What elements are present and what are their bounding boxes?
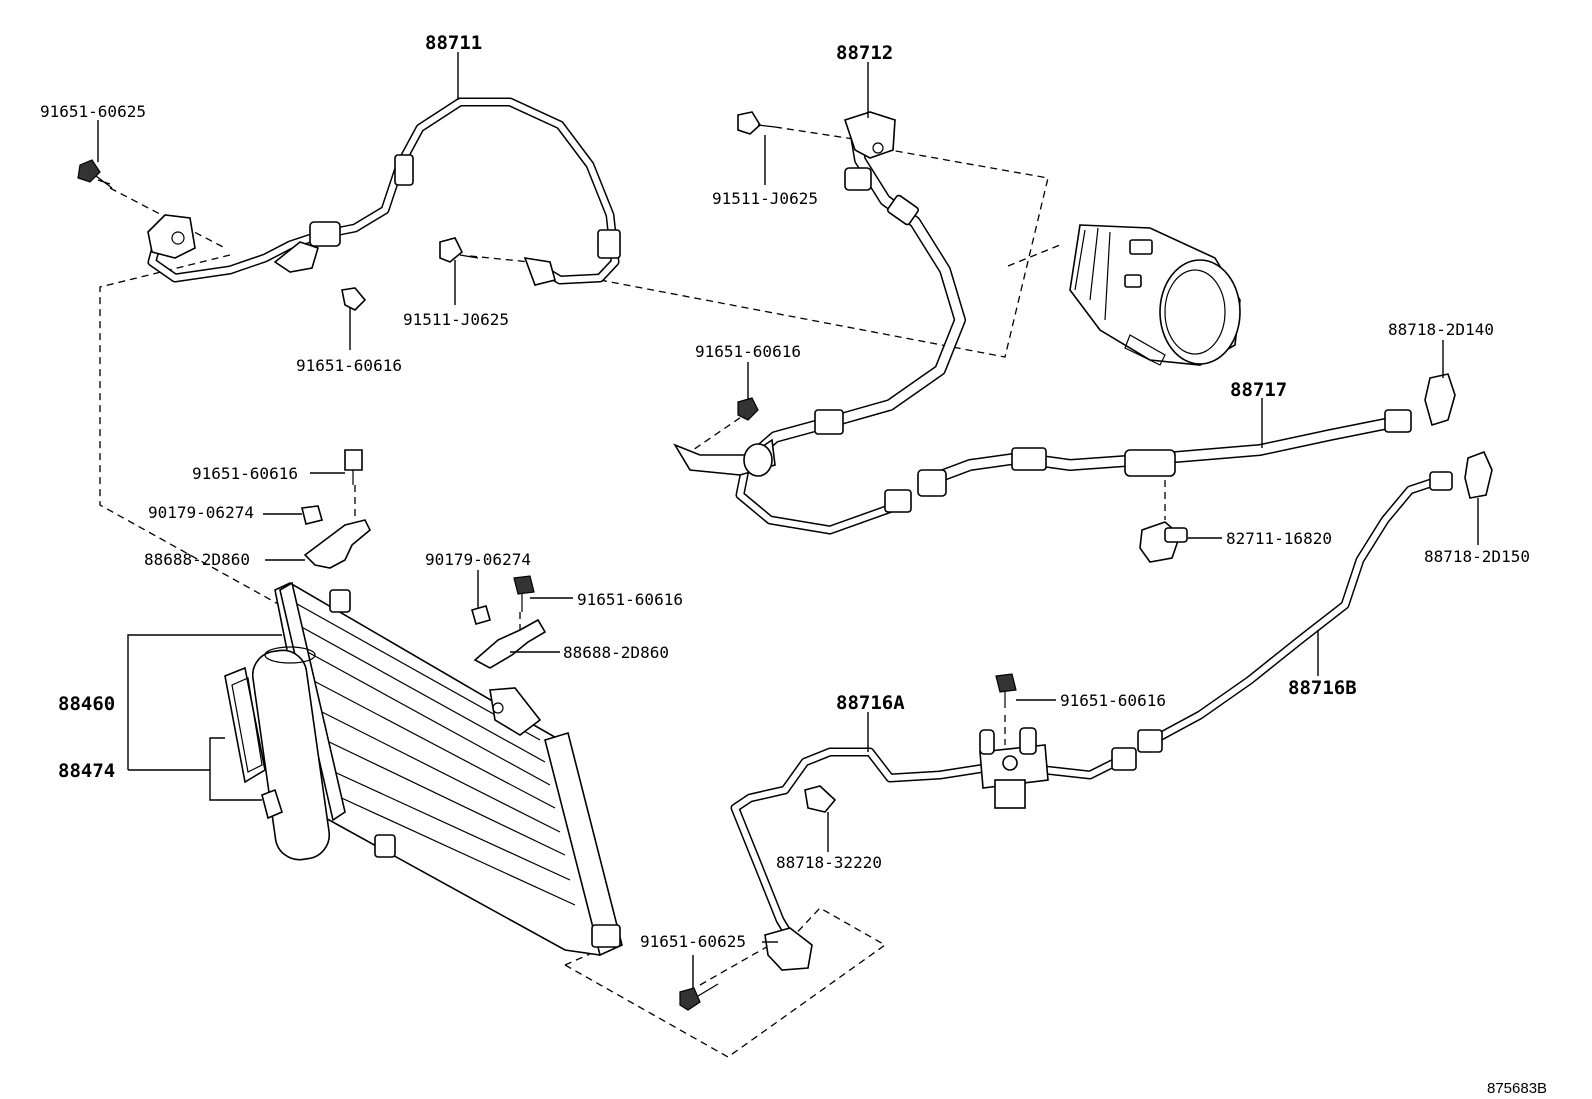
- bolt-icon: [737, 397, 759, 421]
- part-label-91651-60616[interactable]: 91651-60616: [695, 342, 801, 361]
- pipe-nut: [917, 469, 947, 497]
- bracket-icon: [303, 519, 371, 569]
- valve-block: [979, 727, 1049, 809]
- part-label-91651-60616[interactable]: 91651-60616: [296, 356, 402, 375]
- compressor: [1069, 224, 1241, 366]
- part-labels: 88711 88712 91651-60625 91651-60616 9151…: [40, 32, 1547, 1097]
- clamp-icon: [804, 785, 837, 813]
- part-label-91511-j0625[interactable]: 91511-J0625: [712, 189, 818, 208]
- bolt-icon: [77, 159, 113, 189]
- pipe-88717[interactable]: [917, 409, 1412, 497]
- hose-sleeve: [886, 194, 920, 226]
- clamp-icon: [1464, 450, 1493, 499]
- pipe-bracket: [273, 241, 319, 273]
- pipe-nut: [884, 489, 912, 513]
- bolt-icon: [995, 673, 1017, 708]
- pipe-fitting: [743, 443, 773, 477]
- nut-icon: [301, 505, 323, 525]
- part-label-88716b[interactable]: 88716B: [1288, 677, 1357, 699]
- hose-sleeve: [394, 154, 414, 186]
- clamp-icon: [1139, 521, 1188, 563]
- part-label-91651-60625[interactable]: 91651-60625: [40, 102, 146, 121]
- part-label-90179-06274[interactable]: 90179-06274: [425, 550, 531, 569]
- part-label-88688-2d860[interactable]: 88688-2D860: [563, 643, 669, 662]
- hose-sleeve: [1011, 447, 1047, 471]
- pipe-88716b[interactable]: [1137, 471, 1453, 753]
- hose-88712[interactable]: [673, 111, 966, 535]
- hardware: [77, 111, 1493, 1011]
- pipe-flange: [764, 927, 813, 971]
- hose-sleeve: [814, 409, 844, 435]
- clamp-icon: [1424, 373, 1456, 427]
- part-label-91651-60616[interactable]: 91651-60616: [1060, 691, 1166, 710]
- pipe-nut: [1429, 471, 1453, 491]
- leader-lines: [97, 52, 1479, 988]
- hose-fitting: [309, 221, 341, 247]
- hose-fitting: [844, 167, 872, 191]
- desiccant-88474[interactable]: [224, 666, 283, 820]
- part-label-88460[interactable]: 88460: [58, 693, 115, 715]
- hose-88711[interactable]: [147, 97, 621, 286]
- part-label-91651-60616[interactable]: 91651-60616: [192, 464, 298, 483]
- pipe-flange: [147, 214, 196, 259]
- pipe-88716a[interactable]: [730, 747, 1137, 971]
- part-label-88718-32220[interactable]: 88718-32220: [776, 853, 882, 872]
- part-label-88712[interactable]: 88712: [836, 42, 893, 64]
- part-label-90179-06274[interactable]: 90179-06274: [148, 503, 254, 522]
- pipe-nut: [1137, 729, 1163, 753]
- hose-sleeve: [1124, 449, 1176, 477]
- part-label-88718-2d150[interactable]: 88718-2D150: [1424, 547, 1530, 566]
- bracket-icon: [473, 618, 547, 669]
- part-label-91651-60616[interactable]: 91651-60616: [577, 590, 683, 609]
- condenser-88460[interactable]: [274, 581, 623, 957]
- plug: [261, 788, 283, 820]
- part-label-91651-60625[interactable]: 91651-60625: [640, 932, 746, 951]
- part-label-88711[interactable]: 88711: [425, 32, 482, 54]
- diagram-id-label: 875683B: [1487, 1080, 1547, 1097]
- pipe-flange: [523, 256, 556, 286]
- hose-sleeve: [597, 229, 621, 259]
- part-label-88718-2d140[interactable]: 88718-2D140: [1388, 320, 1494, 339]
- bolt-icon: [439, 237, 479, 263]
- bolt-icon: [737, 111, 776, 135]
- bolt-icon: [679, 983, 719, 1011]
- nut-icon: [471, 605, 491, 625]
- bolt-icon: [513, 575, 535, 612]
- part-label-88716a[interactable]: 88716A: [836, 692, 905, 714]
- part-label-91511-j0625[interactable]: 91511-J0625: [403, 310, 509, 329]
- pipe-nut: [1384, 409, 1412, 433]
- part-label-88688-2d860[interactable]: 88688-2D860: [144, 550, 250, 569]
- bolt-icon: [341, 287, 367, 311]
- part-label-88474[interactable]: 88474: [58, 760, 115, 782]
- pipe-nut: [1111, 747, 1137, 771]
- bolt-icon: [344, 449, 363, 485]
- part-label-88717[interactable]: 88717: [1230, 379, 1287, 401]
- part-label-82711-16820[interactable]: 82711-16820: [1226, 529, 1332, 548]
